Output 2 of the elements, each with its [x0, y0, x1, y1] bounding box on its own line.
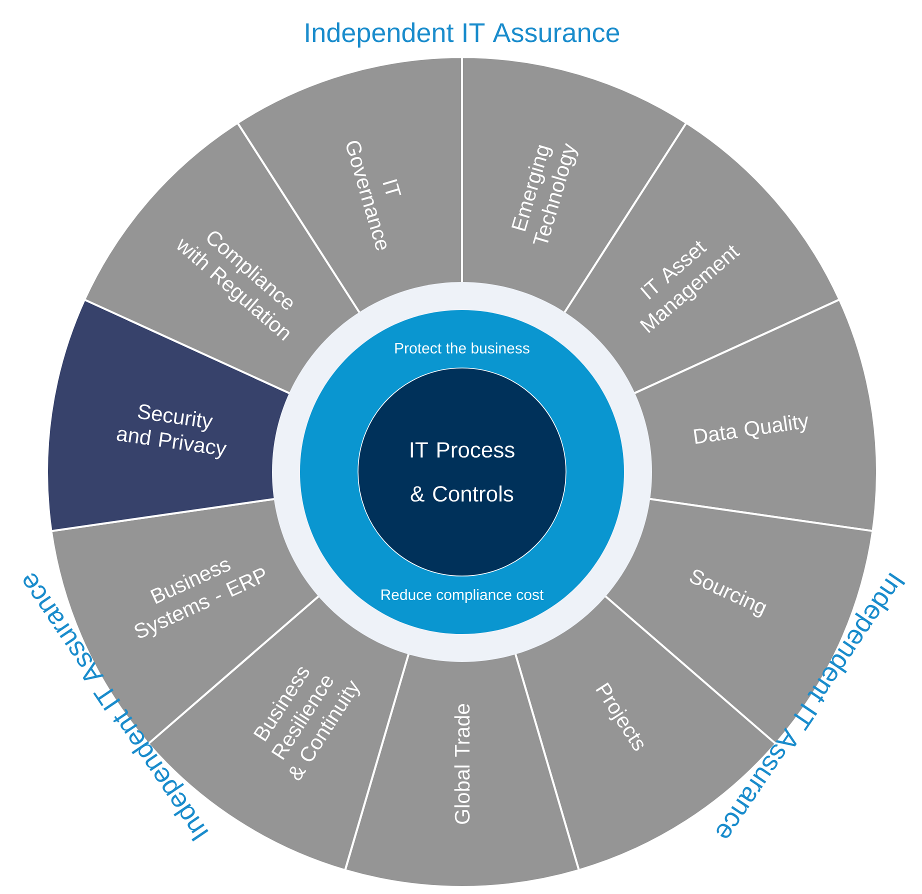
- node-label: Global Trade: [454, 704, 470, 824]
- arc-label: Independent IT Assurance: [306, 22, 620, 48]
